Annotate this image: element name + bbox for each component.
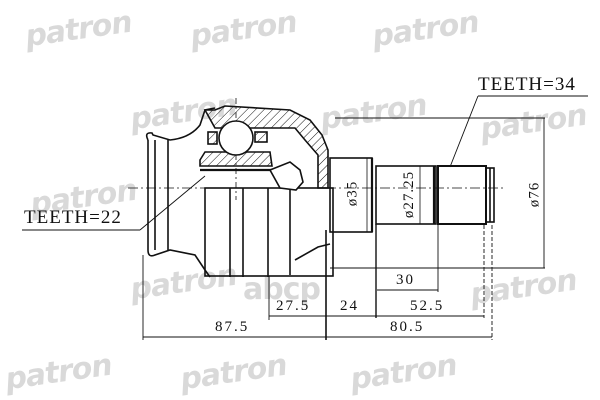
teeth-34-label: TEETH=34 [478,74,576,95]
diameter-76-label: ø76 [526,181,543,208]
diameter-35-label: ø35 [344,180,361,207]
length-80-5-label: 80.5 [390,319,425,335]
length-87-5-label: 87.5 [215,319,250,335]
teeth-22-label: TEETH=22 [24,207,122,228]
length-24-label: 24 [340,298,359,314]
watermark-abcp: abcp [243,272,321,307]
length-30-label: 30 [396,272,415,288]
diameter-27-25-label: ø27.25 [401,170,418,219]
length-52-5-label: 52.5 [410,298,445,314]
length-27-5-label: 27.5 [276,298,311,314]
